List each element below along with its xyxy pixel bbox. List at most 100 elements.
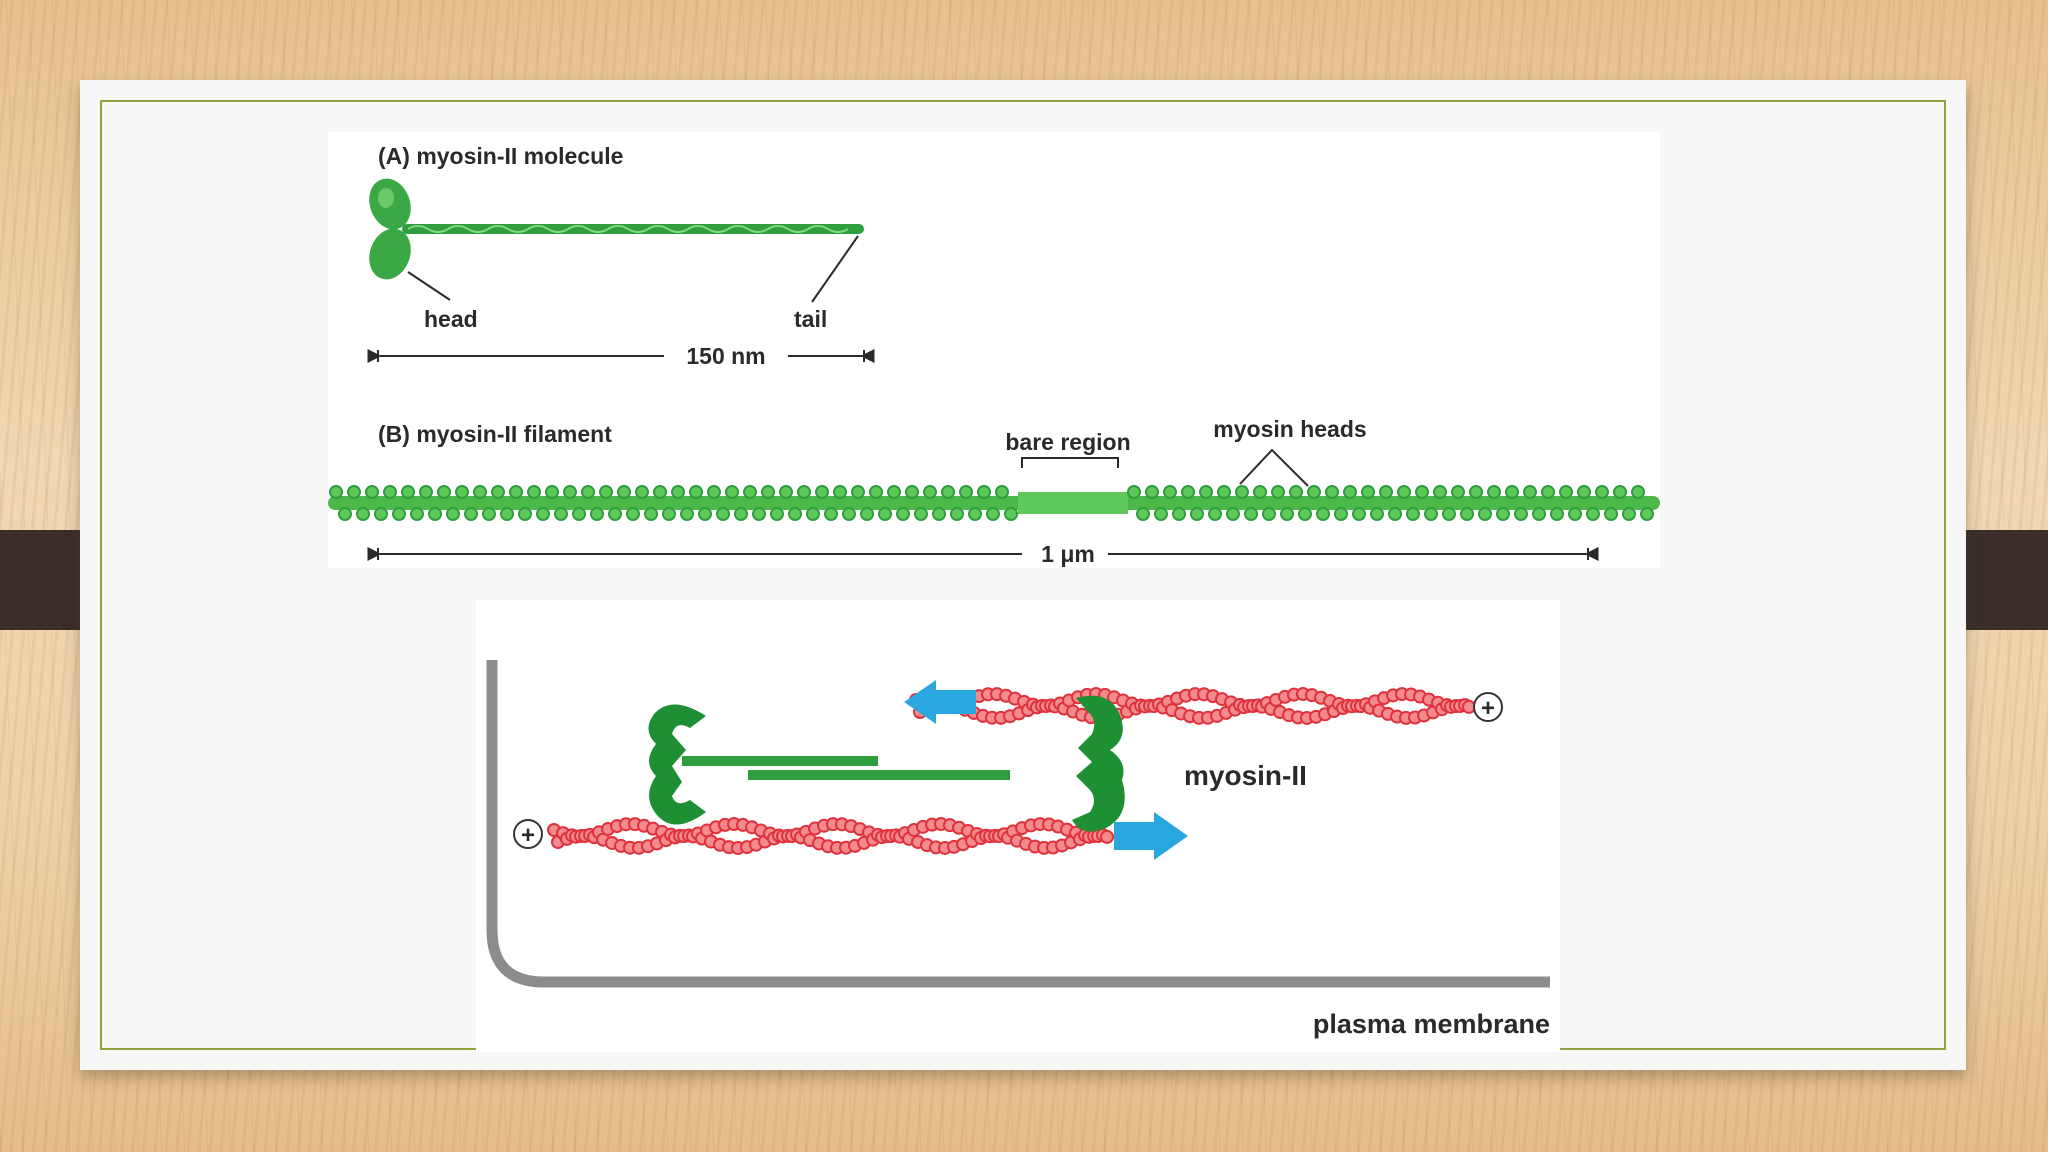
filament-head: [752, 507, 766, 521]
filament-head: [680, 507, 694, 521]
filament-head: [644, 507, 658, 521]
filament-head: [1595, 485, 1609, 499]
filament-head: [1343, 485, 1357, 499]
filament-head: [1415, 485, 1429, 499]
filament-head: [509, 485, 523, 499]
filament-head: [410, 507, 424, 521]
filament-head: [1352, 507, 1366, 521]
myosin-molecule: [369, 178, 864, 280]
filament-head: [1307, 485, 1321, 499]
filament-head: [1253, 485, 1267, 499]
filament-head: [1334, 507, 1348, 521]
filament-head: [446, 507, 460, 521]
filament-head: [365, 485, 379, 499]
filament-head: [977, 485, 991, 499]
filament-head: [770, 507, 784, 521]
filament-head: [1586, 507, 1600, 521]
filament-head: [635, 485, 649, 499]
filament-head: [734, 507, 748, 521]
filament-head: [563, 485, 577, 499]
filament-head: [725, 485, 739, 499]
filament-head: [473, 485, 487, 499]
filament-head: [1361, 485, 1375, 499]
filament-head: [1181, 485, 1195, 499]
filament-head: [1424, 507, 1438, 521]
myosin-heads-pointer: [1239, 448, 1309, 487]
filament-head: [1622, 507, 1636, 521]
filament-head: [797, 485, 811, 499]
filament-head: [707, 485, 721, 499]
filament-head: [1487, 485, 1501, 499]
filament-head: [923, 485, 937, 499]
filament-head: [1127, 485, 1141, 499]
filament-head: [518, 507, 532, 521]
filament-heads-right: [1127, 485, 1654, 521]
plasma-membrane: [486, 660, 1550, 988]
filament-head: [392, 507, 406, 521]
filament-head: [338, 507, 352, 521]
filament-head: [626, 507, 640, 521]
panel-a-title: (A) myosin-II molecule: [378, 143, 623, 169]
filament-head: [536, 507, 550, 521]
plus-symbol-lower: +: [521, 822, 535, 849]
filament-head: [968, 507, 982, 521]
plasma-membrane-label: plasma membrane: [1313, 1009, 1550, 1039]
filament-head: [1136, 507, 1150, 521]
actin-bead: [1100, 829, 1114, 844]
filament-head: [1289, 485, 1303, 499]
myosin-structure-svg: (A) myosin-II molecule head tail 150 nm: [328, 143, 1660, 567]
filament-head: [1190, 507, 1204, 521]
plus-end-upper: +: [1473, 692, 1503, 722]
filament-head: [806, 507, 820, 521]
filament-head: [1469, 485, 1483, 499]
filament-head: [1172, 507, 1186, 521]
filament-head: [1280, 507, 1294, 521]
filament-head: [1154, 507, 1168, 521]
filament-head: [761, 485, 775, 499]
filament-head: [1505, 485, 1519, 499]
filament-head: [329, 485, 343, 499]
filament-head: [419, 485, 433, 499]
filament-head: [572, 507, 586, 521]
filament-head: [1271, 485, 1285, 499]
filament-head: [950, 507, 964, 521]
filament-head: [1226, 507, 1240, 521]
filament-head: [1145, 485, 1159, 499]
filament-head: [464, 507, 478, 521]
filament-head: [689, 485, 703, 499]
filament-head: [1244, 507, 1258, 521]
myosin-rod-left: [682, 756, 878, 766]
filament-head: [590, 507, 604, 521]
filament-head: [1406, 507, 1420, 521]
contraction-svg: plasma membrane + + myosin-II: [486, 660, 1550, 1039]
slide: (A) myosin-II molecule head tail 150 nm: [80, 80, 1966, 1070]
myosin-filament: [328, 485, 1660, 521]
filament-head: [1262, 507, 1276, 521]
filament-head: [860, 507, 874, 521]
filament-head: [995, 485, 1009, 499]
filament-head: [1004, 507, 1018, 521]
actin-filament-lower: [547, 817, 1114, 855]
filament-head: [851, 485, 865, 499]
filament-head: [1496, 507, 1510, 521]
filament-head: [554, 507, 568, 521]
filament-head: [617, 485, 631, 499]
myosin-heads-label: myosin heads: [1213, 416, 1366, 442]
filament-head: [1577, 485, 1591, 499]
plus-symbol-upper: +: [1481, 695, 1495, 722]
panel-b-title: (B) myosin-II filament: [378, 421, 612, 447]
filament-head: [1532, 507, 1546, 521]
filament-head: [545, 485, 559, 499]
filament-head: [914, 507, 928, 521]
filament-head: [1568, 507, 1582, 521]
filament-head: [1613, 485, 1627, 499]
filament-head: [374, 507, 388, 521]
arrow-left-icon: [904, 680, 976, 724]
filament-head: [1388, 507, 1402, 521]
bare-region-bracket: [1021, 457, 1119, 468]
scale-1um-label: 1 μm: [1041, 541, 1095, 567]
filament-head: [1559, 485, 1573, 499]
filament-head: [986, 507, 1000, 521]
filament-head: [1460, 507, 1474, 521]
filament-head: [1442, 507, 1456, 521]
